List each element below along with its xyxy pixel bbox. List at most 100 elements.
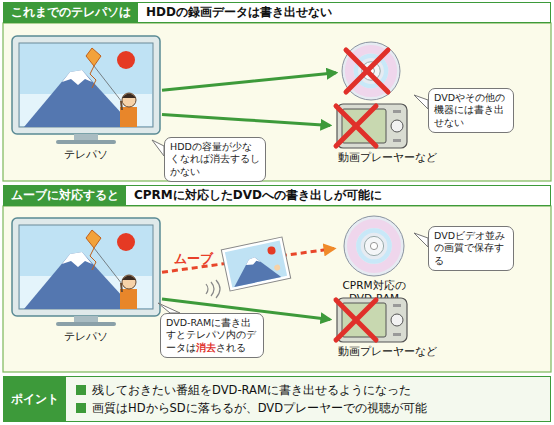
node-label: テレパソ (10, 330, 162, 343)
child-hair (122, 94, 136, 99)
node-label: 動画プレーヤーなど (330, 345, 446, 358)
child-hair (122, 276, 136, 281)
signal-arc (206, 284, 208, 294)
disc (342, 42, 400, 100)
player-button (391, 120, 403, 132)
callout-box: DVDビデオ並みの画質で保存する (428, 226, 514, 271)
signal-arc (211, 282, 214, 296)
card-mountain (229, 253, 281, 287)
signal-marks (206, 280, 220, 298)
tv-illustration (10, 34, 162, 146)
header-text: CPRMに対応したDVDへの書き出しが可能に (126, 186, 382, 205)
player-key (393, 333, 401, 336)
text-run: される (216, 342, 246, 353)
card-frame (221, 237, 290, 291)
tv-node: テレパソ (10, 34, 162, 168)
mountain (24, 70, 134, 127)
child-body (120, 107, 137, 127)
sun (117, 51, 135, 69)
player-illustration (336, 103, 408, 149)
player-node: 動画プレーヤーなど (330, 103, 446, 167)
bullet-square (76, 403, 86, 413)
connector-arrow (162, 114, 330, 125)
card-child (274, 264, 281, 271)
point-text: 残しておきたい番組をDVD-RAMに書き出せるようになった (92, 381, 411, 399)
emphasis: 消去 (196, 342, 216, 353)
callout-tail (414, 95, 428, 109)
tv-screen (19, 43, 153, 127)
disc-hub (364, 236, 383, 255)
header-text: HDDの録画データは書き出せない (138, 3, 332, 22)
callout-tail (158, 303, 180, 313)
node-label-text: テレパソ (10, 148, 162, 161)
child-arm (121, 283, 122, 292)
disc-sheen (349, 49, 393, 93)
mountain (24, 252, 134, 309)
player-button (391, 314, 403, 326)
callout-text: DVD-RAMに書き出すとテレパソ内のデータは消去される (166, 317, 258, 354)
point-line: 画質はHDからSDに落ちるが、DVDプレーヤーでの視聴が可能 (76, 399, 427, 417)
tv-stand (74, 316, 98, 322)
player-illustration (336, 297, 408, 343)
callout-text: DVDやその他の機器には書き出せない (434, 92, 508, 129)
section-panel (3, 206, 551, 372)
disc-illustration (334, 214, 414, 278)
node-label-text: テレパソ (10, 330, 162, 343)
mountain-snow (62, 70, 92, 85)
point-tag: ポイント (4, 377, 66, 421)
tv-base (56, 322, 116, 326)
disc-sheen (352, 224, 397, 269)
player-screen (342, 109, 386, 143)
point-list: 残しておきたい番組をDVD-RAMに書き出せるようになった画質はHDからSDに落… (66, 377, 427, 421)
tv-base (56, 140, 116, 144)
point-line: 残しておきたい番組をDVD-RAMに書き出せるようになった (76, 381, 427, 399)
disc-hole (368, 68, 375, 75)
point-text: 画質はHDからSDに落ちるが、DVDプレーヤーでの視聴が可能 (92, 399, 427, 417)
player-key (393, 139, 401, 142)
child-arm (121, 101, 122, 110)
connector-arrow (162, 249, 334, 273)
disc-hub (362, 62, 381, 81)
player-node: 動画プレーヤーなど (330, 297, 446, 361)
kite-string (94, 248, 122, 284)
child-body (120, 289, 137, 309)
section-panel (3, 23, 551, 181)
node-label-text: 動画プレーヤーなど (338, 151, 446, 164)
kite-tail (90, 66, 96, 88)
tv-node: テレパソ (10, 216, 162, 350)
edge-label: ムーブ (174, 251, 213, 268)
card-sky (225, 241, 287, 288)
picture-card (221, 237, 290, 291)
callout-text: HDDの容量が少なくなれば消去するしかない (170, 141, 260, 178)
disc-node: CPRM対応の DVD-RAM (334, 214, 414, 310)
kite (86, 230, 101, 248)
disc-sheen (358, 230, 389, 261)
player-body (337, 298, 407, 342)
disc-sheen (356, 56, 386, 86)
header-tag: ムーブに対応すると (4, 186, 126, 205)
callout-tail (414, 233, 428, 247)
node-label: 動画プレーヤーなど (330, 151, 446, 164)
callout-box: DVD-RAMに書き出すとテレパソ内のデータは消去される (160, 313, 264, 358)
bullet-square (76, 385, 86, 395)
child-head (122, 93, 136, 107)
header-tag: これまでのテレパソは (4, 3, 138, 22)
callout-text: DVDビデオ並みの画質で保存する (434, 230, 508, 267)
kite (86, 48, 101, 66)
tv-frame (12, 218, 160, 316)
player-key (393, 304, 401, 307)
kite-string (94, 66, 122, 102)
disc-hole (370, 242, 377, 249)
tv-frame (12, 36, 160, 134)
sun (117, 233, 135, 251)
kite-tail (90, 248, 96, 270)
section-header: ムーブに対応するとCPRMに対応したDVDへの書き出しが可能に (3, 185, 551, 206)
callout-tail (152, 140, 164, 156)
tv-stand (74, 134, 98, 140)
point-box: ポイント残しておきたい番組をDVD-RAMに書き出せるようになった画質はHDから… (3, 376, 551, 422)
section-header: これまでのテレパソはHDDの録画データは書き出せない (3, 2, 551, 23)
signal-arc (216, 280, 220, 298)
callout-box: DVDやその他の機器には書き出せない (428, 88, 514, 133)
callout-box: HDDの容量が少なくなれば消去するしかない (164, 137, 266, 182)
node-label: テレパソ (10, 148, 162, 161)
